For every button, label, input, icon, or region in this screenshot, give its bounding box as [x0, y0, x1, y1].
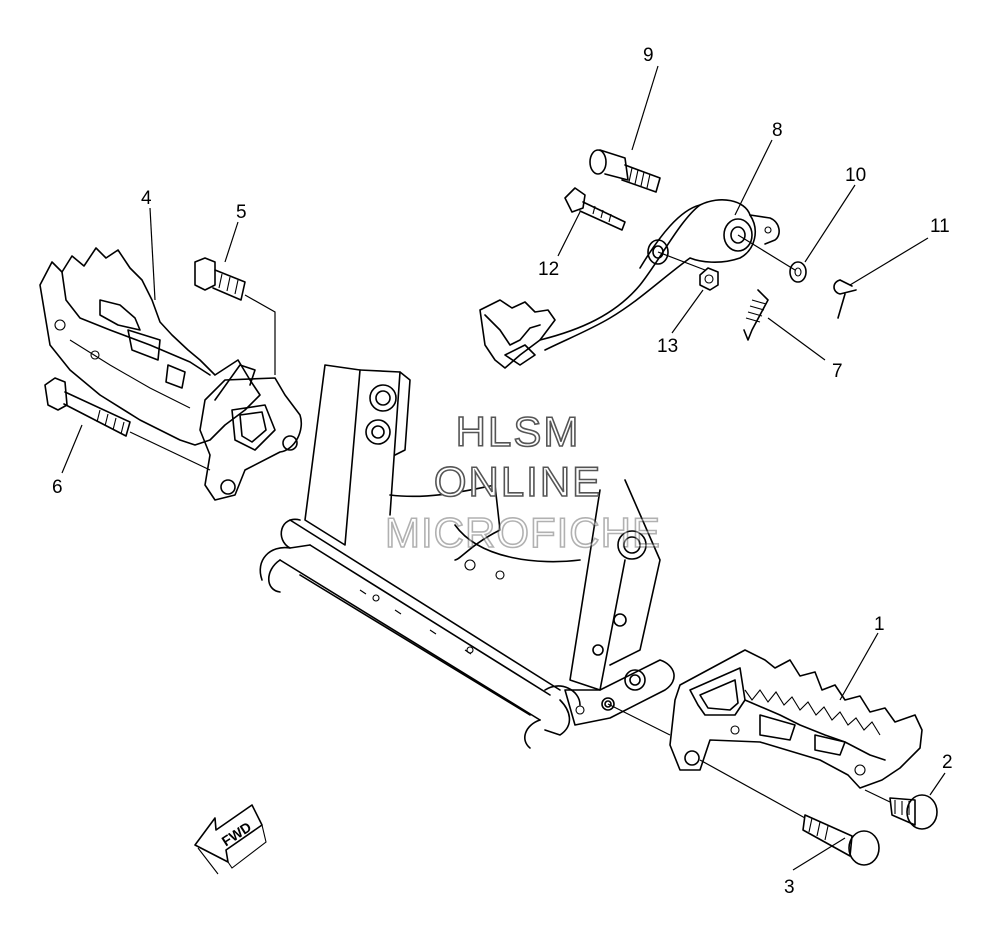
callout-9: 9 — [643, 45, 654, 66]
leader-lines — [61, 65, 946, 871]
frame-assembly — [259, 364, 675, 749]
adjust-bolt-part-12 — [564, 187, 626, 231]
callout-5: 5 — [236, 202, 247, 223]
left-footrest-part-4 — [39, 247, 302, 501]
washer-part-10 — [789, 261, 807, 283]
callout-4: 4 — [141, 188, 152, 209]
callout-6: 6 — [52, 477, 63, 498]
callout-3: 3 — [784, 877, 795, 898]
watermark-line-2: ONLINE — [434, 458, 602, 505]
spring-part-7 — [743, 289, 769, 341]
callout-10: 10 — [845, 165, 866, 186]
callout-numbers: 1 2 3 4 5 6 7 8 9 10 11 12 13 — [52, 45, 953, 898]
callout-7: 7 — [832, 361, 843, 382]
callout-2: 2 — [942, 752, 953, 773]
callout-11: 11 — [930, 216, 950, 237]
callout-1: 1 — [874, 614, 885, 635]
fwd-direction-arrow: FWD — [194, 804, 267, 875]
brake-pedal-part-8 — [479, 149, 857, 369]
nut-part-13 — [699, 267, 719, 291]
bolt-part-6 — [44, 377, 131, 437]
pivot-bolt-part-9 — [589, 149, 661, 193]
callout-8: 8 — [772, 120, 783, 141]
bolt-part-2 — [889, 794, 938, 830]
callout-13: 13 — [657, 336, 678, 357]
callout-12: 12 — [538, 259, 559, 280]
watermark-line-3: MICROFICHE — [385, 509, 661, 556]
right-footrest-part-1 — [669, 649, 923, 789]
watermark-line-1: HLSM — [456, 408, 581, 455]
cotter-pin-part-11 — [833, 279, 857, 319]
watermark: HLSM ONLINE MICROFICHE — [384, 407, 661, 557]
bolt-part-5 — [194, 257, 246, 301]
bolt-part-3 — [802, 814, 880, 866]
